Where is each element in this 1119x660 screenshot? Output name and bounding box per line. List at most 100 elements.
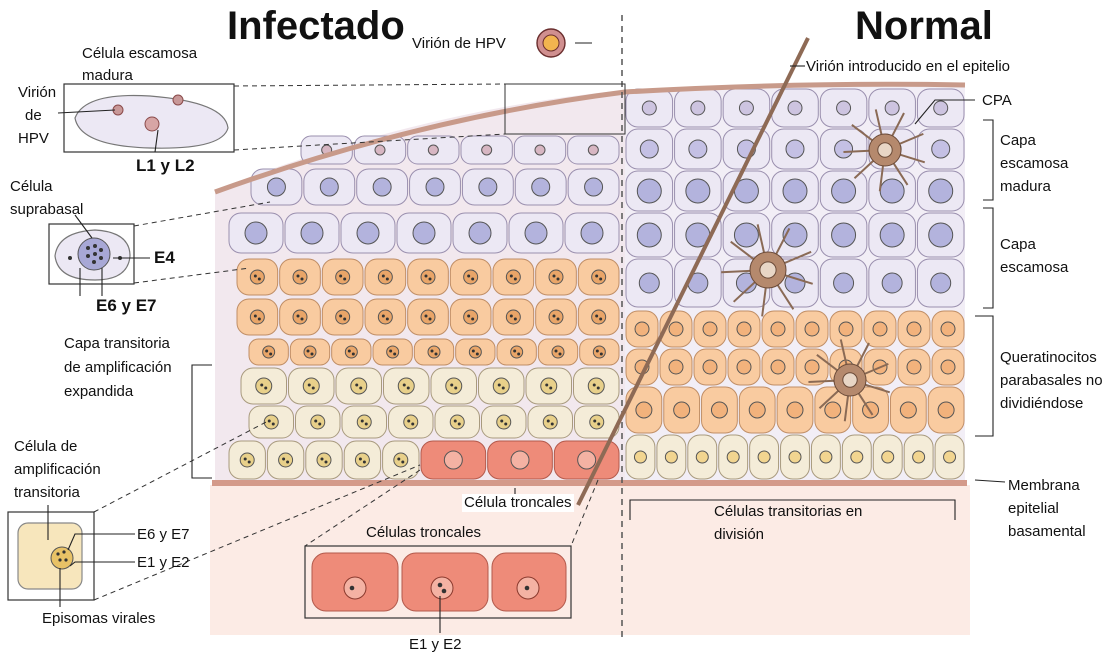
- infected-orange-cell-nucleus: [549, 310, 563, 324]
- title-normal: Normal: [855, 4, 993, 49]
- label-virion-inset-1: Virión: [18, 84, 56, 102]
- label-capa-escamosa-madura-3: madura: [1000, 178, 1051, 196]
- normal-mature-cell-nucleus: [786, 140, 804, 158]
- infected-transit-cell-episome: [593, 420, 596, 423]
- label-e1-e2-bottom: E1 y E2: [409, 636, 462, 654]
- infected-orange-cell-nucleus: [592, 270, 606, 284]
- infected-upper-cell-nucleus: [267, 178, 285, 196]
- infected-transit-cell-nucleus: [311, 415, 325, 429]
- label-e6-e7-top: E6 y E7: [96, 296, 157, 316]
- label-e4: E4: [154, 248, 175, 268]
- infected-orange-cell-episome: [467, 315, 470, 318]
- infected-transit-cell-nucleus: [450, 415, 464, 429]
- infected-orange-cell-episome: [514, 278, 517, 281]
- infected-orange-cell-episome: [254, 315, 257, 318]
- normal-squamous-cell-nucleus: [929, 223, 953, 247]
- normal-squamous-cell-nucleus: [880, 223, 904, 247]
- infected-transit-cell-nucleus: [541, 378, 557, 394]
- label-celulas-troncales: Células troncales: [366, 524, 481, 542]
- label-capa-transitoria-1: Capa transitoria: [64, 335, 170, 353]
- normal-parabasal-cell-nucleus: [771, 322, 785, 336]
- normal-basal-cell-nucleus: [634, 451, 646, 463]
- infected-orange-cell-nucleus: [421, 270, 435, 284]
- infected-transit-cell-episome: [314, 420, 317, 423]
- infected-orange-cell-nucleus: [263, 346, 275, 358]
- normal-parabasal-cell-nucleus: [941, 360, 955, 374]
- infected-transit-cell-episome: [454, 420, 457, 423]
- infected-transit-cell-episome: [321, 458, 324, 461]
- infected-orange-cell-episome: [393, 353, 396, 356]
- infected-transit-cell-episome: [407, 420, 410, 423]
- infected-orange-cell-episome: [517, 353, 520, 356]
- normal-parabasal-cell-nucleus: [873, 322, 887, 336]
- label-episomas: Episomas virales: [42, 610, 155, 628]
- infected-transit-cell-nucleus: [543, 415, 557, 429]
- normal-parabasal-cell-nucleus: [635, 322, 649, 336]
- infected-orange-cell-episome: [431, 350, 434, 353]
- label-virion-hpv: Virión de HPV: [412, 35, 506, 53]
- infected-orange-cell-nucleus: [506, 310, 520, 324]
- infected-transit-cell-nucleus: [398, 378, 414, 394]
- label-celulas-transitorias-1: Células transitorias en: [714, 503, 862, 521]
- infected-orange-cell-nucleus: [378, 310, 392, 324]
- label-celula-suprabasal-2: suprabasal: [10, 201, 83, 219]
- infected-orange-cell-episome: [510, 275, 513, 278]
- infected-orange-cell-episome: [307, 350, 310, 353]
- infected-orange-cell-episome: [595, 315, 598, 318]
- infected-suprabasal-cell-nucleus: [301, 222, 323, 244]
- normal-parabasal-cell-nucleus: [703, 360, 717, 374]
- infected-transit-cell-nucleus: [394, 453, 408, 467]
- normal-parabasal-cell-nucleus: [938, 402, 954, 418]
- normal-mature-cell-nucleus: [640, 140, 658, 158]
- label-membrana-3: basamental: [1008, 523, 1086, 541]
- normal-basal-cell-nucleus: [665, 451, 677, 463]
- infected-transit-cell-nucleus: [279, 453, 293, 467]
- infected-mature-cell-nucleus: [428, 145, 438, 155]
- label-virion-inset-3: HPV: [18, 130, 49, 148]
- normal-mature-cell-nucleus: [788, 101, 802, 115]
- infected-orange-cell-nucleus: [250, 310, 264, 324]
- normal-basal-cell-nucleus: [882, 451, 894, 463]
- infected-upper-cell-nucleus: [373, 178, 391, 196]
- apc-nucleus: [760, 262, 776, 278]
- infected-orange-cell-nucleus: [387, 346, 399, 358]
- infected-orange-cell-episome: [386, 318, 389, 321]
- infected-orange-cell-episome: [467, 275, 470, 278]
- normal-squamous-cell-nucleus: [931, 273, 951, 293]
- label-celula-amplificacion-3: transitoria: [14, 484, 80, 502]
- label-capa-escamosa-1: Capa: [1000, 236, 1036, 254]
- label-membrana-1: Membrana: [1008, 477, 1080, 495]
- label-l1-l2: L1 y L2: [136, 156, 195, 176]
- infected-orange-cell-episome: [254, 275, 257, 278]
- infected-transit-cell-nucleus: [240, 453, 254, 467]
- infected-orange-cell-episome: [258, 318, 261, 321]
- infected-orange-cell-episome: [386, 278, 389, 281]
- normal-squamous-cell-nucleus: [686, 179, 710, 203]
- infected-orange-cell-episome: [596, 350, 599, 353]
- infected-orange-cell-nucleus: [421, 310, 435, 324]
- normal-squamous-cell-nucleus: [639, 273, 659, 293]
- infected-transit-cell-episome: [359, 458, 362, 461]
- normal-parabasal-cell-nucleus: [711, 402, 727, 418]
- normal-parabasal-cell-nucleus: [737, 322, 751, 336]
- infected-orange-cell-nucleus: [549, 270, 563, 284]
- infected-transit-cell-episome: [545, 384, 548, 387]
- normal-parabasal-cell-nucleus: [674, 402, 690, 418]
- infected-transit-cell-episome: [272, 423, 275, 426]
- label-membrana-2: epitelial: [1008, 500, 1059, 518]
- infected-transit-cell-episome: [363, 461, 366, 464]
- infected-mature-cell-nucleus: [482, 145, 492, 155]
- infected-mature-cell-nucleus: [588, 145, 598, 155]
- label-celula-amplificacion-2: amplificación: [14, 461, 101, 479]
- infected-orange-cell-nucleus: [250, 270, 264, 284]
- normal-parabasal-cell-nucleus: [669, 360, 683, 374]
- infected-orange-cell-episome: [301, 278, 304, 281]
- infected-orange-cell-episome: [269, 353, 272, 356]
- infected-transit-cell-nucleus: [355, 453, 369, 467]
- infected-orange-cell-episome: [389, 350, 392, 353]
- infected-orange-cell-nucleus: [464, 310, 478, 324]
- normal-squamous-cell-nucleus: [637, 223, 661, 247]
- normal-basal-cell-nucleus: [820, 451, 832, 463]
- label-celula-escamosa-1: Célula escamosa: [82, 45, 197, 63]
- inset-stem-cells: [312, 553, 566, 611]
